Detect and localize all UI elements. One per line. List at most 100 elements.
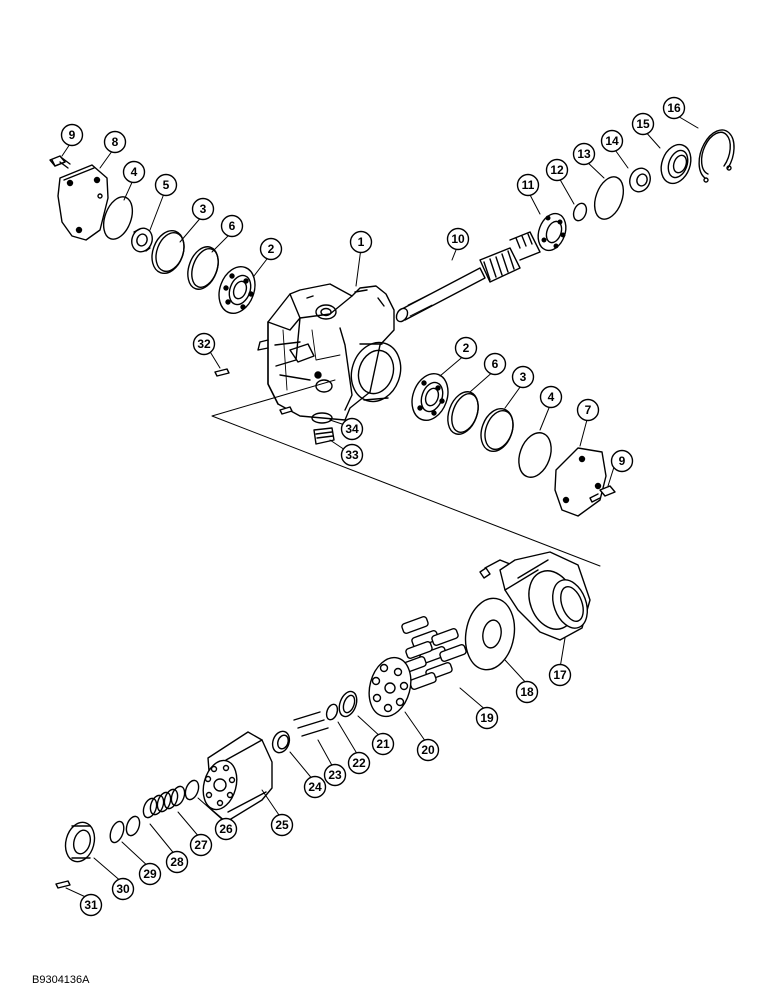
ring-part-22 bbox=[325, 703, 339, 721]
callout-4-lower: 4 bbox=[539, 385, 563, 409]
svg-text:9: 9 bbox=[619, 454, 626, 468]
cover-plate-part-8 bbox=[57, 164, 109, 241]
callout-16: 16 bbox=[662, 96, 686, 120]
callout-2-upper: 2 bbox=[259, 237, 283, 261]
callout-14: 14 bbox=[600, 129, 624, 153]
spring-part-27 bbox=[142, 785, 186, 819]
callout-group: 9 8 4 5 3 6 2 1 10 11 12 13 14 15 16 32 … bbox=[60, 96, 686, 917]
callout-32: 32 bbox=[192, 332, 216, 356]
callout-3-upper: 3 bbox=[191, 197, 215, 221]
callout-30: 30 bbox=[111, 877, 135, 901]
callout-34: 34 bbox=[340, 417, 364, 441]
seal-part-15 bbox=[660, 143, 692, 185]
svg-text:24: 24 bbox=[308, 780, 322, 794]
bearing-part-30 bbox=[64, 821, 96, 863]
thrust-plate-part-18 bbox=[464, 597, 516, 671]
bearing-part-11 bbox=[537, 212, 567, 252]
ring-part-28 bbox=[125, 815, 141, 837]
svg-text:28: 28 bbox=[170, 855, 184, 869]
callout-2-lower: 2 bbox=[454, 336, 478, 360]
callout-33: 33 bbox=[340, 443, 364, 467]
o-ring-part-4-lower bbox=[518, 432, 552, 478]
callout-23: 23 bbox=[323, 763, 347, 787]
callout-10: 10 bbox=[446, 227, 470, 251]
o-ring-part-34 bbox=[311, 412, 333, 424]
svg-text:3: 3 bbox=[520, 370, 527, 384]
ring-part-24 bbox=[271, 730, 291, 754]
retainer-plate-part-20 bbox=[368, 656, 412, 718]
svg-text:14: 14 bbox=[605, 134, 619, 148]
bolt-part-9-right bbox=[589, 485, 616, 503]
callout-12: 12 bbox=[545, 158, 569, 182]
svg-text:5: 5 bbox=[163, 178, 170, 192]
svg-text:1: 1 bbox=[358, 235, 365, 249]
callout-6-upper: 6 bbox=[220, 214, 244, 238]
svg-text:6: 6 bbox=[229, 219, 236, 233]
ring-part-6-lower bbox=[447, 391, 479, 435]
svg-text:9: 9 bbox=[69, 128, 76, 142]
svg-text:17: 17 bbox=[553, 668, 567, 682]
pump-housing-part-1 bbox=[257, 283, 402, 421]
svg-text:2: 2 bbox=[463, 341, 470, 355]
callout-8: 8 bbox=[103, 130, 127, 154]
pin-small bbox=[279, 406, 293, 415]
callout-7: 7 bbox=[576, 398, 600, 422]
callout-5: 5 bbox=[154, 173, 178, 197]
drive-shaft-part-10 bbox=[395, 231, 541, 323]
bearing-part-2-lower bbox=[411, 373, 449, 421]
callout-19: 19 bbox=[475, 706, 499, 730]
svg-text:19: 19 bbox=[480, 711, 494, 725]
ring-part-29 bbox=[109, 820, 125, 844]
svg-text:32: 32 bbox=[197, 337, 211, 351]
callout-6-lower: 6 bbox=[483, 352, 507, 376]
callout-13: 13 bbox=[572, 142, 596, 166]
callout-1: 1 bbox=[349, 230, 373, 254]
ring-part-6-upper bbox=[187, 246, 219, 290]
svg-text:4: 4 bbox=[548, 390, 555, 404]
svg-text:8: 8 bbox=[112, 135, 119, 149]
pin-part-31 bbox=[55, 880, 71, 889]
bushing-part-14 bbox=[629, 167, 651, 193]
svg-text:31: 31 bbox=[84, 898, 98, 912]
callout-11: 11 bbox=[516, 173, 540, 197]
callout-9-lower: 9 bbox=[610, 449, 634, 473]
svg-text:16: 16 bbox=[667, 101, 681, 115]
svg-text:30: 30 bbox=[116, 882, 130, 896]
ring-part-21 bbox=[338, 690, 358, 718]
bearing-part-2-upper bbox=[218, 266, 256, 314]
svg-text:23: 23 bbox=[328, 768, 342, 782]
svg-text:15: 15 bbox=[636, 117, 650, 131]
snap-ring-part-3-lower bbox=[480, 407, 514, 453]
callout-9-upper: 9 bbox=[60, 123, 84, 147]
snap-ring-part-3-upper bbox=[151, 229, 185, 275]
callout-21: 21 bbox=[371, 732, 395, 756]
svg-text:4: 4 bbox=[131, 165, 138, 179]
svg-text:13: 13 bbox=[577, 147, 591, 161]
callout-3-lower: 3 bbox=[511, 365, 535, 389]
svg-text:33: 33 bbox=[345, 448, 359, 462]
svg-text:2: 2 bbox=[268, 242, 275, 256]
callout-22: 22 bbox=[347, 751, 371, 775]
svg-text:18: 18 bbox=[520, 685, 534, 699]
callout-15: 15 bbox=[631, 112, 655, 136]
cover-plate-part-7 bbox=[554, 447, 607, 517]
swashplate-part-17 bbox=[479, 551, 591, 641]
retaining-ring-part-16 bbox=[698, 129, 735, 183]
pin-part-32 bbox=[214, 368, 230, 377]
callout-25: 25 bbox=[270, 813, 294, 837]
svg-text:11: 11 bbox=[522, 178, 535, 192]
svg-text:27: 27 bbox=[194, 838, 208, 852]
callout-4-upper: 4 bbox=[122, 160, 146, 184]
svg-text:20: 20 bbox=[421, 743, 435, 757]
callout-27: 27 bbox=[189, 833, 213, 857]
svg-text:7: 7 bbox=[585, 403, 592, 417]
bushing-part-5 bbox=[131, 227, 153, 253]
svg-text:12: 12 bbox=[550, 163, 564, 177]
svg-text:22: 22 bbox=[352, 756, 366, 770]
callout-24: 24 bbox=[303, 775, 327, 799]
svg-text:29: 29 bbox=[143, 867, 157, 881]
plug-part-33 bbox=[313, 427, 335, 445]
callout-26: 26 bbox=[214, 817, 238, 841]
ring-part-12 bbox=[572, 202, 588, 222]
washer-part-26 bbox=[184, 779, 200, 801]
